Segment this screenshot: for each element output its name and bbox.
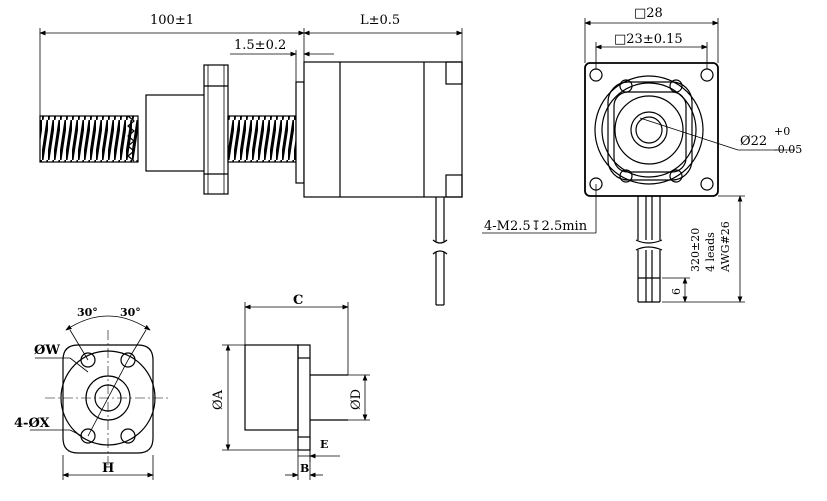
nut-angle-right: 30° bbox=[120, 306, 141, 319]
side-leads bbox=[432, 197, 448, 306]
dim-mount-holes: 4-M2.5↧2.5min bbox=[484, 219, 588, 234]
motor-spacer bbox=[295, 81, 305, 184]
nut-d-label: ØD bbox=[349, 389, 364, 410]
dim-lead-gauge: AWG#26 bbox=[719, 221, 732, 273]
lead-screw-right bbox=[227, 115, 297, 163]
nut-body bbox=[145, 94, 209, 172]
dim-lead-count: 4 leads bbox=[704, 232, 717, 272]
nut-front-view: 30° 30° ØW 4-ØX H bbox=[14, 306, 170, 480]
dim-spacer: 1.5±0.2 bbox=[234, 38, 286, 53]
nut-w-label: ØW bbox=[34, 343, 60, 358]
dim-screw-length: 100±1 bbox=[150, 13, 194, 28]
nut-a-label: ØA bbox=[211, 389, 226, 410]
dim-pilot-tol-upper: +0 bbox=[774, 125, 790, 138]
nut-b-label: B bbox=[300, 462, 309, 475]
nut-angle-left: 30° bbox=[77, 306, 98, 319]
dim-square-outer: □28 bbox=[634, 6, 663, 21]
lead-screw-left bbox=[39, 115, 139, 163]
dim-lead-strip: 6 bbox=[670, 288, 683, 295]
nut-side-view: C ØA ØD E B bbox=[211, 293, 370, 480]
dim-pilot: Ø22 bbox=[740, 134, 767, 149]
dim-motor-length: L±0.5 bbox=[360, 13, 400, 28]
dim-lead-length: 320±20 bbox=[689, 228, 702, 272]
motor-body bbox=[303, 61, 463, 198]
mounting-holes bbox=[589, 68, 714, 191]
front-leads bbox=[635, 196, 663, 303]
nut-c-label: C bbox=[293, 293, 303, 308]
nut-x-label: 4-ØX bbox=[14, 416, 51, 431]
dim-square-holes: □23±0.15 bbox=[614, 32, 683, 47]
nut-flange-outline bbox=[62, 344, 154, 454]
nut-e-label: E bbox=[320, 438, 328, 451]
front-view: □28 □23±0.15 Ø22 +0 -0.05 4-M2.5↧2.5min … bbox=[482, 6, 802, 303]
side-view: 100±1 L±0.5 1.5±0.2 bbox=[39, 13, 463, 306]
dim-pilot-tol-lower: -0.05 bbox=[774, 143, 802, 156]
nut-h-label: H bbox=[102, 461, 114, 476]
